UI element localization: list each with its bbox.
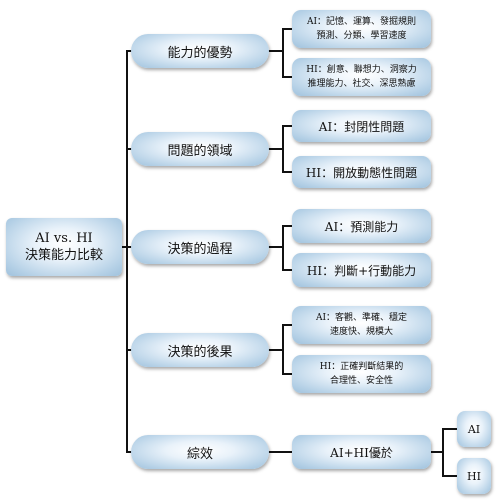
leaf-hi: HI (457, 458, 491, 494)
branch-synergy: 綜效 (131, 435, 269, 469)
hi-problem-node: HI：開放動態性問題 (292, 156, 431, 188)
branch-decision-outcome: 決策的後果 (131, 333, 269, 367)
branch-problem-domain: 問題的領域 (131, 132, 269, 166)
ai-ability-node: AI：記憶、運算、發掘規則 預測、分類、學習速度 (292, 10, 431, 48)
hi-outcome-node: HI：正確判斷結果的 合理性、安全性 (292, 355, 431, 393)
ai-outcome-node: AI：客觀、準確、穩定 速度快、規模大 (292, 306, 431, 344)
branch-decision-process: 決策的過程 (131, 230, 269, 264)
ai-problem-node: AI：封閉性問題 (292, 110, 431, 142)
root-node: AI vs. HI 決策能力比較 (6, 218, 122, 276)
leaf-ai: AI (457, 411, 491, 447)
branch-ability-advantage: 能力的優勢 (131, 34, 269, 68)
hi-ability-node: HI：創意、聯想力、洞察力 推理能力、社交、深思熟慮 (292, 58, 431, 96)
hi-process-node: HI：判斷+行動能力 (292, 253, 431, 287)
ai-process-node: AI：預測能力 (292, 209, 431, 243)
synergy-node: AI+HI優於 (292, 435, 431, 469)
